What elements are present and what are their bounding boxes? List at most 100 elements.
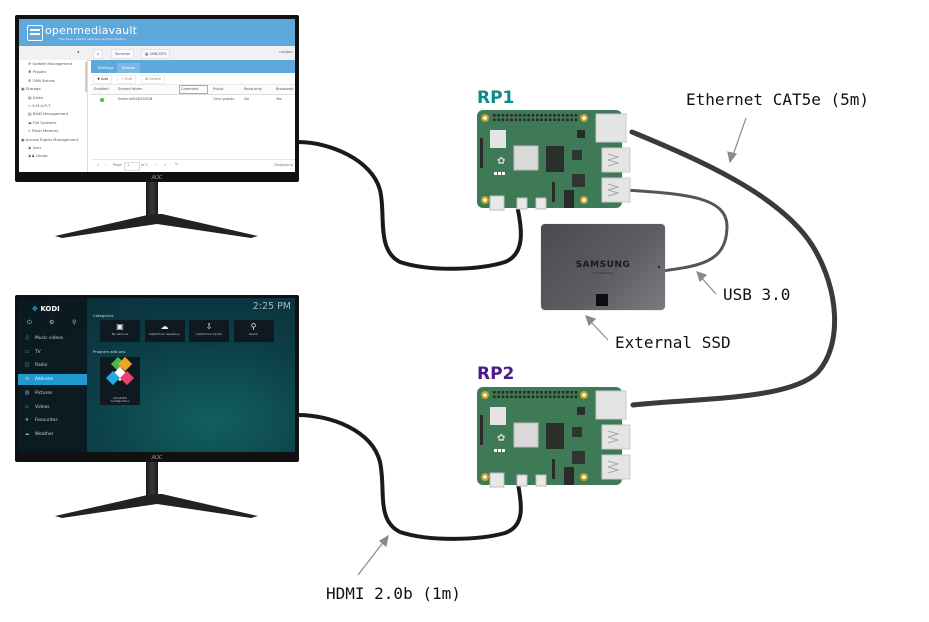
kodi-clock: 2:25 PM [252, 301, 291, 312]
gpio-pin [561, 395, 565, 399]
kodi-menu-item[interactable]: ☁Weather [18, 429, 87, 440]
ssd-callout: External SSD [615, 333, 731, 352]
gpio-pin [497, 395, 500, 399]
col-enabled[interactable]: Enabled [94, 87, 109, 91]
kodi-menu-item[interactable]: ★Favourites [18, 415, 87, 426]
col-shared-folder[interactable]: Shared folder [118, 87, 143, 91]
hdmi-cable-rp2 [296, 413, 523, 541]
delete-button[interactable]: ✖ Delete [141, 75, 165, 84]
sidebar-item[interactable]: ♣ Plugins [19, 68, 87, 76]
gpio-pin [570, 114, 573, 117]
gpio-pin [531, 118, 535, 122]
mounting-hole-center [483, 393, 487, 397]
sidebar-item-label: Update Management [32, 61, 73, 66]
sidebar-item[interactable]: ⟳ Update Management [19, 60, 87, 68]
breadcrumb-home[interactable]: ⌂ [93, 49, 104, 59]
table-row[interactable]: ExternalSSD250GB Only guests No Yes [91, 95, 295, 104]
cell-public: Only guests [213, 97, 235, 101]
gpio-pin [501, 114, 505, 117]
sidebar-item[interactable]: ♟ User [19, 144, 87, 152]
ethernet-callout: Ethernet CAT5e (5m) [686, 90, 870, 109]
kodi-menu-item[interactable]: ⬢Add-ons [18, 374, 87, 386]
first-page-icon[interactable]: « [97, 163, 100, 167]
edit-button[interactable]: ✎ Edit [117, 75, 137, 84]
page-input[interactable]: 1 [124, 162, 140, 171]
user-text[interactable]: raspber [279, 50, 293, 54]
gpio-pin [501, 391, 505, 394]
prev-page-icon[interactable]: ‹ [105, 163, 107, 167]
sidebar-item[interactable]: ∿ S.M.A.R.T. [19, 102, 87, 110]
gear-icon[interactable]: ⚙ [49, 319, 55, 326]
tab-settings[interactable]: Settings [98, 65, 114, 70]
mounting-hole-center [582, 198, 586, 202]
sidebar-collapse-icon[interactable]: ◂ [77, 49, 80, 54]
add-button[interactable]: ✚ Add [93, 75, 113, 84]
sidebar-item-label: Group [36, 153, 48, 159]
sidebar-item[interactable]: ▤ Disks [19, 94, 87, 102]
sidebar-item-label: OMV-Extras [32, 77, 55, 83]
enabled-indicator [100, 97, 104, 102]
gpio-pin [570, 391, 573, 394]
col-browseable[interactable]: Browseab [276, 87, 294, 91]
search-icon[interactable]: ⚲ [72, 319, 77, 326]
x-icon: ✖ [145, 77, 150, 81]
sidebar-item-label: RAID Management [32, 111, 69, 117]
led [494, 449, 497, 452]
rp2-label: RP2 [477, 364, 515, 384]
tab-shares[interactable]: Shares [117, 63, 140, 73]
sidebar-item[interactable]: ▣ Access Rights Management [19, 136, 87, 144]
display-connector [490, 130, 506, 148]
gpio-pin [505, 114, 509, 117]
sidebar-item[interactable]: ▥ RAID Management [19, 110, 87, 118]
kodi-category-tile[interactable]: ☁Install from repository [144, 320, 185, 342]
kodi-menu-item[interactable]: ▭TV [18, 347, 87, 358]
col-read-only[interactable]: Read only [244, 87, 262, 91]
next-page-icon[interactable]: › [155, 163, 157, 167]
usb-port-detail [607, 183, 620, 197]
sidebar-scrollbar[interactable] [85, 62, 87, 92]
gpio-pin [574, 118, 578, 122]
sidebar-item[interactable]: ♟♟ Group [19, 152, 87, 160]
kodi-menu-item[interactable]: ♫Music videos [18, 333, 87, 344]
gpio-pin [510, 391, 513, 394]
sidebar-item[interactable]: ▬ File Systems [19, 119, 87, 127]
ethernet-port [595, 113, 627, 143]
usb-controller [572, 150, 582, 160]
csi-connector [552, 459, 555, 479]
col-public[interactable]: Public [213, 87, 224, 91]
gpio-pin [553, 118, 556, 122]
kodi-menu-item[interactable]: ▨Pictures [18, 388, 87, 399]
kodi-category-tile[interactable]: ▣My add-ons [100, 320, 140, 342]
gpio-pin [518, 391, 522, 394]
breadcrumb-services[interactable]: Services [111, 49, 135, 59]
home-icon: ⌂ [97, 52, 100, 56]
kodi-menu-item[interactable]: ▭Videos [18, 402, 87, 413]
col-comment[interactable]: Comment [179, 85, 208, 94]
kodi-category-tile[interactable]: ⇩Install from zip file [189, 320, 229, 342]
refresh-icon[interactable]: ↻ [175, 162, 179, 166]
addon-libreelec[interactable]: LibreELEC Configuration [100, 356, 140, 405]
gpio-pin [544, 395, 548, 399]
gpio-pin [505, 395, 509, 399]
dsi-connector [480, 415, 483, 445]
hdmi-arrowhead [378, 534, 389, 548]
gpio-pin [523, 391, 526, 394]
breadcrumb: ◂ ⌂ Services ▦ SMB/CIFS raspber [19, 46, 295, 61]
kodi-logo: ✥ KODI [32, 305, 60, 313]
kodi-category-tile[interactable]: ⚲Search [233, 320, 274, 342]
user-icon: ♟ [28, 144, 33, 150]
gpio-pin [566, 395, 569, 399]
gpio-pin [505, 391, 509, 394]
sidebar-item[interactable]: ▣ Storage [19, 85, 87, 93]
sidebar-item[interactable]: ⚡ Flash Memory [19, 127, 87, 135]
kodi-menu-item[interactable]: ◫Radio [18, 360, 87, 371]
gpio-pin [531, 395, 535, 399]
gpio-pin [548, 114, 552, 117]
breadcrumb-smb[interactable]: ▦ SMB/CIFS [141, 49, 171, 59]
sidebar-item[interactable]: ⚙ OMV-Extras [19, 77, 87, 85]
cell-read-only: No [244, 97, 249, 101]
last-page-icon[interactable]: » [164, 163, 167, 167]
power-icon[interactable]: ⏻ [27, 319, 32, 326]
ssd-arrow [588, 319, 609, 341]
gpio-pin [497, 114, 500, 117]
